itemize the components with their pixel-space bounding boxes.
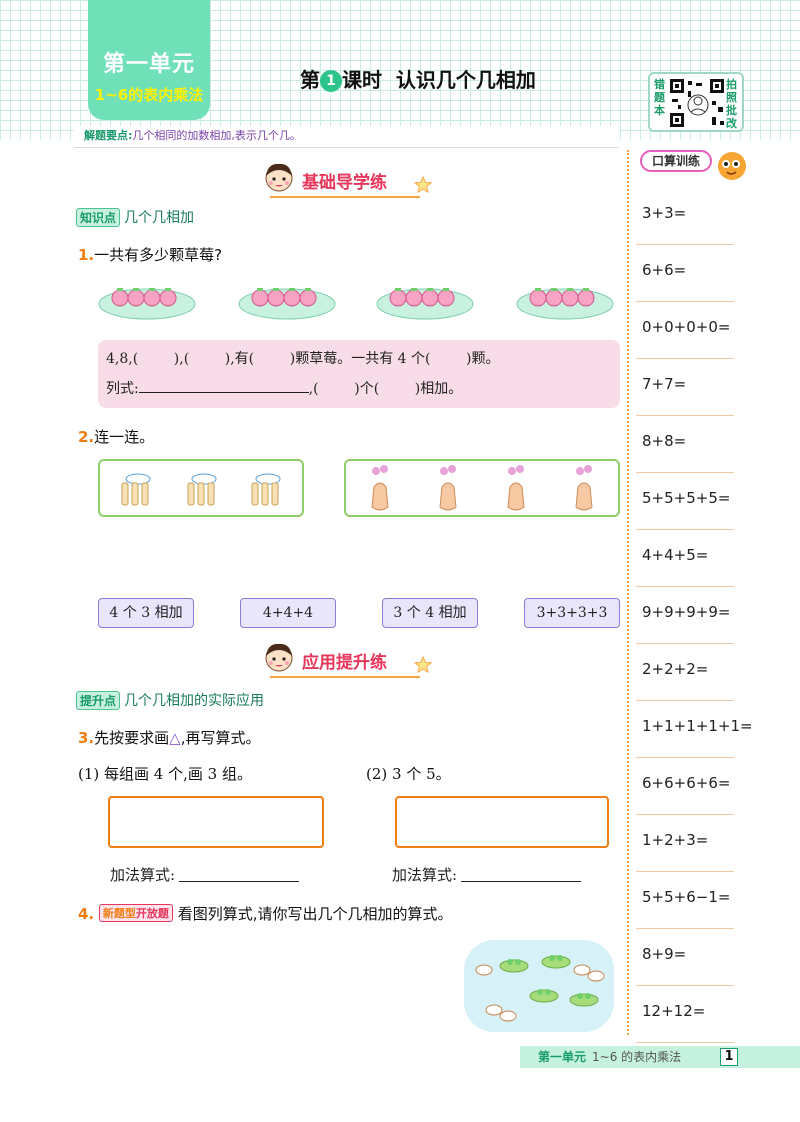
girl-mascot-icon — [265, 163, 293, 192]
oral-item[interactable]: 6+6= — [636, 245, 734, 302]
strawberry-plate-image — [238, 288, 336, 320]
improvement-point: 提升点几个几相加的实际应用 — [76, 690, 264, 710]
tips-label: 解题要点: — [84, 129, 133, 142]
match-option-4[interactable]: 3+3+3+3 — [524, 598, 620, 628]
section-title-basic: 基础导学练 — [302, 173, 387, 193]
question-2-text: 连一连。 — [94, 428, 155, 446]
improvement-point-tag: 提升点 — [76, 691, 121, 710]
star-icon — [414, 176, 432, 194]
section-title-advanced: 应用提升练 — [302, 653, 387, 673]
open-question-label: 开放题 — [135, 907, 169, 920]
lesson-title-text: 课时 认识几个几相加 — [342, 68, 536, 92]
page-footer: 第一单元 1~6 的表内乘法 1 — [520, 1046, 800, 1068]
unit-subtitle: 1~6的表内乘法 — [94, 86, 204, 104]
footer-chapter: 1~6 的表内乘法 — [592, 1050, 682, 1064]
lesson-number-badge: 1 — [320, 70, 342, 92]
question-1-fill-line-2: 列式: ,( )个( )相加。 — [106, 378, 462, 398]
strawberry-plate-image — [376, 288, 474, 320]
question-1-fill-line-1[interactable]: 4,8,( ),( ),有( )颗草莓。一共有 4 个( )颗。 — [106, 351, 500, 367]
oral-item[interactable]: 5+5+6−1= — [636, 872, 734, 929]
oral-item[interactable]: 2+2+2= — [636, 644, 734, 701]
equation-label-1: 加法算式: — [110, 866, 176, 884]
qr-code-icon[interactable] — [668, 77, 726, 129]
question-4-text: 看图列算式,请你写出几个几相加的算式。 — [177, 905, 453, 923]
knowledge-point-text: 几个几相加 — [124, 210, 195, 226]
question-2: 2.连一连。 — [78, 426, 154, 447]
strawberry-plate-image — [516, 288, 614, 320]
oral-item[interactable]: 1+2+3= — [636, 815, 734, 872]
vases-picture-box[interactable] — [344, 459, 620, 517]
strawberry-plate-image — [98, 288, 196, 320]
qr-panel[interactable]: 错题本 拍照批改 — [648, 72, 744, 132]
star-icon — [414, 656, 432, 674]
triangle-symbol: △ — [169, 729, 181, 747]
oral-item[interactable]: 12+12= — [636, 986, 734, 1043]
question-4: 4. 新题型开放题 看图列算式,请你写出几个几相加的算式。 — [78, 903, 452, 924]
oral-item[interactable]: 8+9= — [636, 929, 734, 986]
keys-picture-box[interactable] — [98, 459, 304, 517]
question-1-answer-box: 4,8,( ),( ),有( )颗草莓。一共有 4 个( )颗。 列式: ,( )… — [98, 340, 620, 408]
drawing-box-2[interactable] — [395, 796, 609, 848]
question-3-number: 3. — [78, 729, 95, 747]
formula-suffix[interactable]: ,( )个( )相加。 — [308, 381, 463, 397]
question-3-text-a: 先按要求画 — [94, 729, 170, 747]
oral-item[interactable]: 8+8= — [636, 416, 734, 473]
oral-practice-title: 口算训练 — [640, 150, 712, 172]
oral-practice-sidebar — [627, 150, 737, 1035]
oral-item[interactable]: 7+7= — [636, 359, 734, 416]
oral-item[interactable]: 4+4+5= — [636, 530, 734, 587]
unit-title: 第一单元 — [102, 52, 195, 77]
flower-vase-icon — [371, 465, 593, 511]
equation-answer-line-2[interactable] — [461, 867, 582, 882]
oral-practice-list: 3+3= 6+6= 0+0+0+0= 7+7= 8+8= 5+5+5+5= 4+… — [636, 188, 753, 1043]
equation-answer-line-1[interactable] — [179, 867, 300, 882]
oral-item[interactable]: 1+1+1+1+1= — [636, 701, 753, 758]
swans-and-frogs-illustration — [464, 940, 614, 1032]
question-3-sub-2: (2) 3 个 5。 — [366, 765, 451, 783]
section-underline — [270, 676, 420, 678]
oral-item[interactable]: 9+9+9+9= — [636, 587, 734, 644]
new-type-label: 新题型 — [102, 907, 136, 920]
tips-text: 几个相同的加数相加,表示几个几。 — [132, 129, 301, 142]
qr-label-left: 错题本 — [654, 78, 665, 117]
question-3-sub-1: (1) 每组画 4 个,画 3 组。 — [78, 765, 252, 783]
match-option-2[interactable]: 4+4+4 — [240, 598, 336, 628]
match-option-1[interactable]: 4 个 3 相加 — [98, 598, 194, 628]
question-1-number: 1. — [78, 246, 95, 264]
improvement-point-text: 几个几相加的实际应用 — [124, 693, 265, 709]
page-number: 1 — [720, 1048, 738, 1066]
question-1-text: 一共有多少颗草莓? — [94, 246, 223, 264]
equation-label-2: 加法算式: — [392, 866, 458, 884]
cartoon-cloud-icon — [718, 152, 746, 180]
equation-line-2: 加法算式: — [392, 864, 582, 885]
match-option-3[interactable]: 3 个 4 相加 — [382, 598, 478, 628]
drawing-box-1[interactable] — [108, 796, 324, 848]
formula-label: 列式: — [106, 381, 139, 397]
tips-bar: 解题要点:几个相同的加数相加,表示几个几。 — [74, 126, 619, 148]
footer-unit: 第一单元 — [538, 1050, 587, 1064]
question-2-number: 2. — [78, 428, 95, 446]
question-4-number: 4. — [78, 905, 95, 923]
girl-mascot-icon — [265, 643, 293, 672]
unit-badge: 第一单元 1~6的表内乘法 — [88, 0, 210, 120]
qr-label-right: 拍照批改 — [726, 78, 737, 130]
knowledge-point: 知识点几个几相加 — [76, 207, 194, 227]
equation-line-1: 加法算式: — [110, 864, 300, 885]
question-1: 1.一共有多少颗草莓? — [78, 244, 222, 265]
question-3-text-b: ,再写算式。 — [180, 729, 261, 747]
question-type-tag: 新题型开放题 — [98, 904, 173, 922]
knowledge-point-tag: 知识点 — [76, 208, 121, 227]
key-bunch-icon — [121, 473, 281, 506]
oral-item[interactable]: 6+6+6+6= — [636, 758, 734, 815]
lesson-prefix: 第 — [300, 68, 320, 92]
section-underline — [270, 196, 420, 198]
formula-answer-line[interactable] — [138, 379, 309, 393]
oral-item[interactable]: 3+3= — [636, 188, 734, 245]
oral-item[interactable]: 5+5+5+5= — [636, 473, 734, 530]
oral-item[interactable]: 0+0+0+0= — [636, 302, 734, 359]
question-3: 3.先按要求画△,再写算式。 — [78, 727, 260, 748]
